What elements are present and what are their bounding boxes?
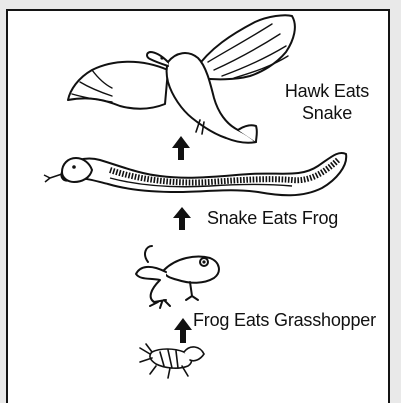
- snake-icon: [44, 153, 346, 195]
- up-arrow-icon: [172, 136, 190, 160]
- hawk-label-line-1: Hawk Eats: [279, 80, 375, 102]
- hawk-eats-snake-label: Hawk Eats Snake: [279, 80, 375, 124]
- grasshopper-icon: [140, 344, 204, 378]
- up-arrow-icon: [174, 318, 192, 343]
- snake-eats-frog-label: Snake Eats Frog: [207, 207, 338, 229]
- hawk-label-line-2: Snake: [279, 102, 375, 124]
- hawk-icon: [68, 15, 295, 143]
- up-arrow-icon: [173, 207, 191, 230]
- frog-icon: [136, 246, 219, 308]
- frog-eats-grasshopper-label: Frog Eats Grasshopper: [193, 309, 376, 331]
